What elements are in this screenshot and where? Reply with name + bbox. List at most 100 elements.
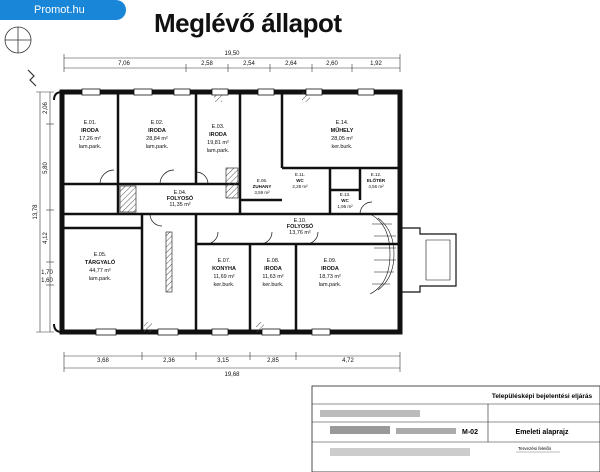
svg-text:IRODA: IRODA: [321, 266, 339, 272]
svg-text:E.06.: E.06.: [257, 178, 268, 183]
room-e08: E.08. IRODA 11,63 m² ker.burk.: [262, 258, 284, 288]
dim-bottom-2: 2,36: [163, 358, 175, 364]
svg-text:ZUHANY: ZUHANY: [253, 184, 272, 189]
dim-left-5: 1,60: [41, 278, 53, 284]
dim-left-3: 4,12: [43, 232, 49, 244]
svg-text:IRODA: IRODA: [148, 128, 166, 134]
room-e02: E.02. IRODA 28,84 m² lam.park.: [146, 120, 169, 150]
dim-top-2: 2,58: [201, 61, 213, 67]
svg-text:28,05 m²: 28,05 m²: [331, 136, 353, 142]
compass-icon: [4, 26, 37, 87]
svg-text:3,59 m²: 3,59 m²: [254, 190, 270, 195]
svg-text:IRODA: IRODA: [209, 132, 227, 138]
svg-text:E.09.: E.09.: [324, 258, 337, 264]
dim-chain-left: [36, 91, 54, 333]
svg-text:1,95 m²: 1,95 m²: [337, 204, 353, 209]
dim-top-1: 7,06: [118, 61, 130, 67]
svg-text:FOLYOSÓ: FOLYOSÓ: [287, 222, 314, 230]
dim-chain-bottom: [63, 352, 401, 372]
svg-text:E.02.: E.02.: [151, 120, 164, 126]
promot-badge[interactable]: Promot.hu: [0, 0, 126, 20]
dim-bottom-total: 19,68: [224, 372, 240, 378]
svg-text:KONYHA: KONYHA: [212, 266, 236, 272]
dim-left-total: 13,78: [33, 204, 39, 220]
svg-text:E.04.: E.04.: [174, 190, 187, 196]
outer-walls: [53, 89, 403, 335]
svg-text:ker.burk.: ker.burk.: [213, 282, 235, 288]
svg-text:11,63 m²: 11,63 m²: [262, 274, 283, 280]
room-e10: E.10. FOLYOSÓ 13,76 m²: [287, 218, 314, 236]
svg-text:ker.burk.: ker.burk.: [262, 282, 284, 288]
interior-walls: [62, 92, 400, 332]
svg-text:ker.burk.: ker.burk.: [331, 144, 353, 150]
dim-top-6: 1,92: [370, 61, 382, 67]
windows-bottom: [95, 328, 331, 336]
room-e07: E.07. KONYHA 11,69 m² ker.burk.: [212, 258, 236, 288]
room-e04: E.04. FOLYOSÓ 11,35 m²: [167, 190, 194, 208]
dim-top-4: 2,64: [285, 61, 297, 67]
svg-text:2,28 m²: 2,28 m²: [292, 184, 308, 189]
svg-text:E.11.: E.11.: [295, 172, 305, 177]
room-e03: E.03. IRODA 19,81 m² lam.park.: [207, 124, 230, 154]
room-e09: E.09. IRODA 18,73 m² lam.park.: [319, 258, 342, 288]
room-e11: E.11. WC 2,28 m²: [292, 172, 308, 189]
room-e01: E.01. IRODA 17,26 m² lam.park.: [79, 120, 102, 150]
svg-text:WC: WC: [341, 198, 349, 203]
svg-text:lam.park.: lam.park.: [146, 144, 169, 150]
doors: [99, 169, 373, 245]
svg-text:19,81 m²: 19,81 m²: [207, 140, 229, 146]
svg-text:lam.park.: lam.park.: [89, 276, 112, 282]
svg-text:IRODA: IRODA: [264, 266, 282, 272]
svg-text:4,56 m²: 4,56 m²: [368, 184, 384, 189]
staircase: [369, 213, 396, 295]
balcony: [400, 227, 457, 293]
svg-text:lam.park.: lam.park.: [319, 282, 342, 288]
room-e13: E.13. WC 1,95 m²: [337, 192, 353, 209]
tb-designer: Tervezési felelős: [518, 446, 552, 451]
dim-left-2: 5,80: [43, 162, 49, 174]
svg-text:E.07.: E.07.: [218, 258, 231, 264]
svg-text:E.03.: E.03.: [212, 124, 225, 130]
svg-text:TÁRGYALÓ: TÁRGYALÓ: [85, 258, 116, 266]
dim-left-4: 1,70: [41, 270, 53, 276]
dim-left-1: 2,06: [43, 102, 49, 114]
page-title: Meglévő állapot: [154, 8, 342, 38]
svg-text:FOLYOSÓ: FOLYOSÓ: [167, 194, 194, 202]
title-block: Településképi bejelentési eljárás M-02 E…: [311, 385, 600, 472]
brand-label: Promot.hu: [34, 4, 85, 16]
tb-procedure: Településképi bejelentési eljárás: [492, 393, 593, 400]
svg-text:E.10.: E.10.: [294, 218, 307, 224]
wall-hatch: [119, 92, 310, 332]
dim-top-5: 2,60: [326, 61, 338, 67]
room-e14: E.14. MŰHELY 28,05 m² ker.burk.: [331, 120, 354, 150]
room-e05: E.05. TÁRGYALÓ 44,77 m² lam.park.: [85, 252, 116, 282]
dim-top-3: 2,54: [243, 61, 255, 67]
svg-text:11,69 m²: 11,69 m²: [213, 274, 234, 280]
svg-text:E.14.: E.14.: [336, 120, 349, 126]
dim-top-total: 19,50: [224, 51, 240, 57]
svg-text:MŰHELY: MŰHELY: [331, 127, 354, 134]
dim-bottom-3: 3,15: [217, 358, 229, 364]
svg-text:lam.park.: lam.park.: [207, 148, 230, 154]
windows-top: [81, 88, 375, 96]
svg-text:E.13.: E.13.: [340, 192, 351, 197]
tb-sheet-code: M-02: [462, 429, 478, 436]
dim-chain-top: [63, 54, 401, 72]
svg-text:13,76 m²: 13,76 m²: [289, 230, 311, 236]
tb-sheet-name: Emeleti alaprajz: [516, 429, 569, 436]
dim-bottom-5: 4,72: [342, 358, 354, 364]
svg-text:lam.park.: lam.park.: [79, 144, 102, 150]
room-e06: E.06. ZUHANY 3,59 m²: [253, 178, 272, 195]
svg-text:WC: WC: [296, 178, 304, 183]
svg-text:E.12.: E.12.: [371, 172, 382, 177]
svg-text:44,77 m²: 44,77 m²: [89, 268, 111, 274]
svg-text:11,35 m²: 11,35 m²: [169, 202, 190, 208]
svg-text:E.01.: E.01.: [84, 120, 97, 126]
room-e12: E.12. ELŐTÉR 4,56 m²: [367, 172, 386, 189]
svg-text:IRODA: IRODA: [81, 128, 99, 134]
svg-text:28,84 m²: 28,84 m²: [146, 136, 168, 142]
svg-text:E.05.: E.05.: [94, 252, 107, 258]
svg-text:17,26 m²: 17,26 m²: [79, 136, 101, 142]
svg-text:ELŐTÉR: ELŐTÉR: [367, 176, 386, 183]
